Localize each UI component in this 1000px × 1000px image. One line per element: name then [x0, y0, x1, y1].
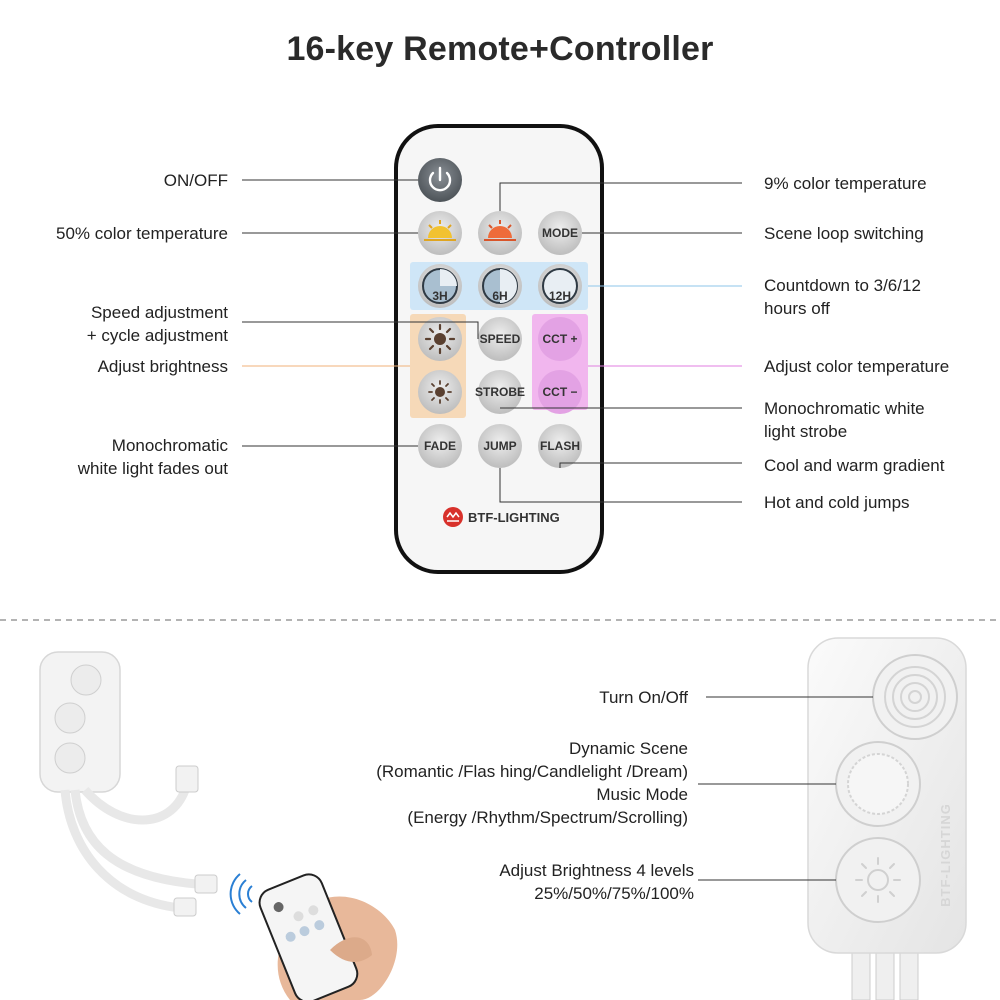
timer-3h-label: 3H — [432, 289, 447, 303]
power-button[interactable] — [418, 158, 462, 202]
label-turn-on-off: Turn On/Off — [599, 688, 688, 707]
label-on-off: ON/OFF — [163, 171, 228, 190]
controller-brightness-button[interactable] — [835, 837, 921, 923]
timer-12h-label: 12H — [549, 289, 571, 303]
color-temp-9-button[interactable] — [478, 211, 522, 255]
mode-button-label: MODE — [542, 226, 578, 240]
jump-button[interactable]: JUMP — [478, 424, 522, 468]
remote-brand-text: BTF-LIGHTING — [468, 510, 560, 525]
mode-button[interactable]: MODE — [538, 211, 582, 255]
label-color-temp-9: 9% color temperature — [764, 174, 927, 193]
brand-logo: BTF-LIGHTING — [443, 507, 560, 527]
timer-3h-button[interactable]: 3H — [418, 264, 462, 308]
label-color-temp-50: 50% color temperature — [56, 224, 228, 243]
speed-button[interactable]: SPEED — [478, 317, 522, 361]
timer-12h-button[interactable]: 12H — [538, 264, 582, 308]
color-temp-50-button[interactable] — [418, 211, 462, 255]
brightness-up-button[interactable] — [418, 317, 462, 361]
flash-button-label: FLASH — [540, 439, 580, 453]
fade-button-label: FADE — [424, 439, 456, 453]
strobe-button[interactable]: STROBE — [475, 370, 525, 414]
controller-power-button[interactable] — [872, 654, 958, 740]
label-gradient: Cool and warm gradient — [764, 456, 945, 475]
jump-button-label: JUMP — [483, 439, 516, 453]
label-controller-brightness: Adjust Brightness 4 levels 25%/50%/75%/1… — [499, 861, 694, 903]
controller-brand-text: BTF-LIGHTING — [938, 803, 953, 907]
cct-minus-button[interactable]: CCT − — [538, 370, 582, 414]
fade-button[interactable]: FADE — [418, 424, 462, 468]
label-adjust-cct: Adjust color temperature — [764, 357, 950, 376]
signal-waves-icon — [229, 873, 253, 915]
flash-button[interactable]: FLASH — [538, 424, 582, 468]
strobe-button-label: STROBE — [475, 385, 525, 399]
label-scene-loop: Scene loop switching — [764, 224, 924, 243]
label-jumps: Hot and cold jumps — [764, 493, 910, 512]
cct-minus-label: CCT − — [542, 385, 577, 399]
hand-with-remote-photo — [229, 873, 398, 1000]
label-speed-adjustment: Speed adjustment+ cycle adjustment — [86, 303, 228, 345]
mini-controller-photo — [39, 651, 218, 917]
left-leader-lines — [242, 179, 479, 447]
label-dynamic-scene: Dynamic Scene (Romantic /Flas hing/Candl… — [376, 739, 688, 827]
timer-6h-label: 6H — [492, 289, 507, 303]
page-title: 16-key Remote+Controller — [286, 30, 714, 68]
controller-scene-button[interactable] — [835, 741, 921, 827]
brightness-down-button[interactable] — [418, 370, 462, 414]
label-adjust-brightness: Adjust brightness — [97, 357, 228, 376]
speed-button-label: SPEED — [480, 332, 521, 346]
cct-plus-label: CCT + — [542, 332, 577, 346]
timer-6h-button[interactable]: 6H — [478, 264, 522, 308]
controller-leader-lines — [698, 696, 873, 881]
right-leader-lines — [499, 182, 742, 503]
cct-plus-button[interactable]: CCT + — [538, 317, 582, 361]
